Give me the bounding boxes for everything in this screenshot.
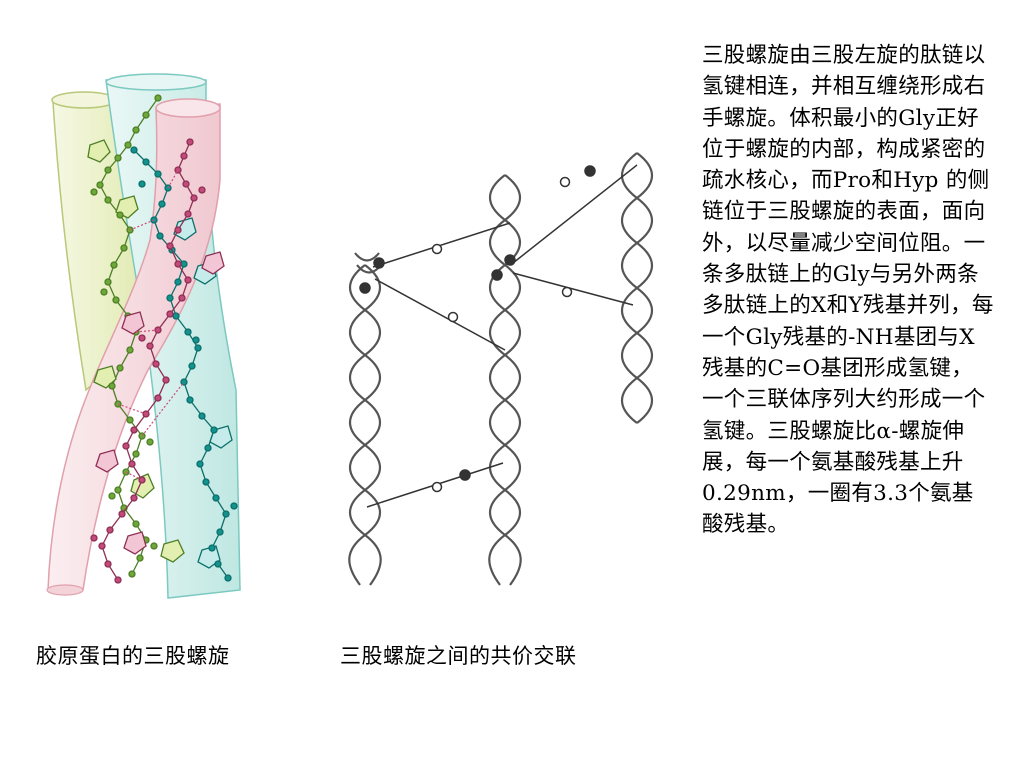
cross-link-nodes (359, 165, 596, 493)
helix-right (621, 152, 653, 424)
caption-collagen-triple-helix: 胶原蛋白的三股螺旋 (36, 644, 230, 668)
chain-pink (90, 138, 225, 584)
helix-middle (488, 174, 522, 586)
helix-left (348, 252, 382, 586)
hydrogen-bonds (117, 169, 185, 481)
description-text: 三股螺旋由三股左旋的肽链以氢键相连，并相互缠绕形成右手螺旋。体积最小的Gly正好… (702, 43, 994, 538)
collagen-triple-helix-figure (46, 73, 241, 599)
crosslink-figure (348, 152, 653, 586)
caption-crosslink: 三股螺旋之间的共价交联 (340, 644, 577, 668)
